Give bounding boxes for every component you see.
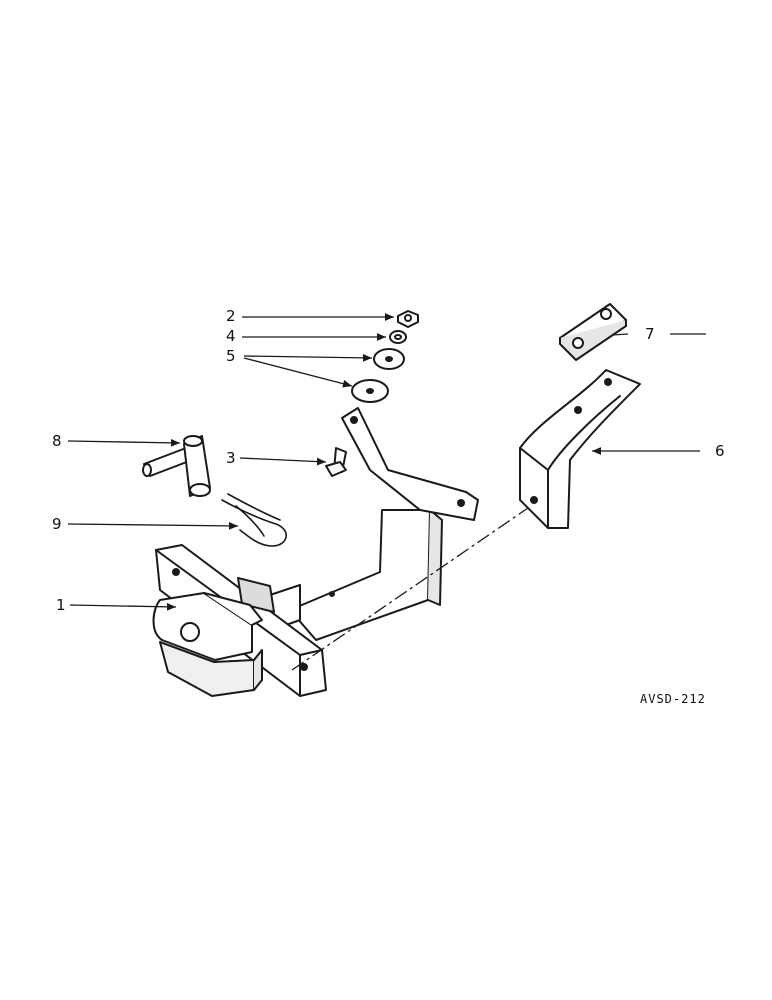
washer-upper	[373, 348, 405, 370]
callout-6: 6	[715, 442, 725, 460]
hitch-pin	[142, 435, 211, 497]
callout-2: 2	[226, 307, 236, 325]
callout-7: 7	[645, 325, 655, 343]
washer-lower	[351, 379, 389, 403]
callout-9: 9	[52, 515, 62, 533]
nut	[397, 310, 419, 328]
leader-8	[67, 438, 181, 447]
leader-3	[239, 457, 327, 466]
callout-8: 8	[52, 432, 62, 450]
support-bracket	[519, 369, 641, 529]
leader-7a	[611, 333, 629, 336]
callout-5: 5	[226, 347, 236, 365]
hair-pin-clip	[221, 493, 287, 547]
leader-5b	[243, 357, 353, 388]
bolt	[325, 447, 347, 477]
drawbar-assembly	[152, 407, 479, 697]
leader-9	[67, 521, 239, 530]
leader-1	[69, 602, 177, 611]
leader-5a	[243, 353, 373, 362]
centerline	[291, 507, 529, 671]
leader-lines	[67, 313, 706, 671]
clamp-plate	[559, 303, 627, 361]
callout-4: 4	[226, 327, 236, 345]
callout-1: 1	[56, 596, 66, 614]
drawing-id: AVSD-212	[640, 692, 706, 706]
lock-washer	[389, 330, 407, 344]
callout-3: 3	[226, 449, 236, 467]
